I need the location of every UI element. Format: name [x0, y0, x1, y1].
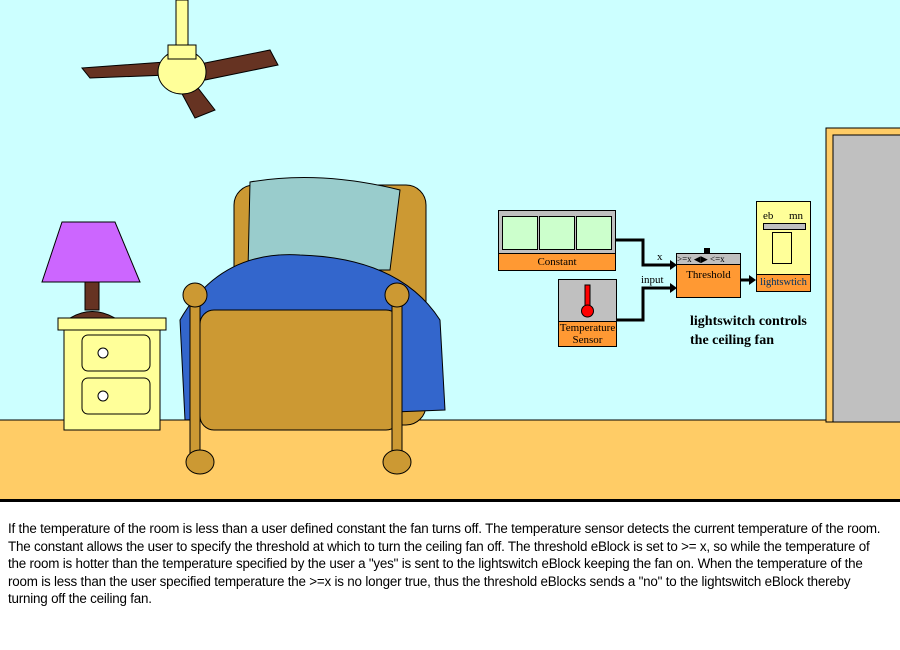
thermometer-icon	[581, 284, 594, 318]
lightswitch-block-label: lightswtich	[756, 274, 811, 292]
nightstand	[57, 317, 167, 431]
description-text: If the temperature of the room is less t…	[8, 521, 881, 606]
dial-icon[interactable]	[576, 216, 612, 250]
lamp	[41, 221, 141, 319]
lightswitch-label-eb: eb	[763, 210, 774, 222]
note-line-1: lightswitch controls	[690, 314, 807, 329]
floor-edge	[0, 499, 900, 502]
bed	[179, 177, 446, 475]
lightswitch-label-mn: mn	[789, 210, 804, 222]
toggle-switch-icon[interactable]	[772, 232, 792, 264]
lightswitch-slider[interactable]	[763, 223, 806, 230]
floor	[0, 420, 900, 500]
threshold-block[interactable]: Threshold	[676, 264, 741, 298]
threshold-switch-knob[interactable]	[704, 248, 710, 253]
x-input-label: x	[657, 251, 663, 263]
threshold-mode-ge[interactable]: >=x	[677, 254, 692, 264]
threshold-mode-le[interactable]: <=x	[710, 254, 725, 264]
ceiling-fan	[81, 0, 279, 119]
door	[825, 127, 900, 423]
temperature-sensor-label: Temperature Sensor	[558, 321, 617, 347]
threshold-mode-bar[interactable]: >=x ◀▶ <=x	[676, 253, 741, 265]
dial-icon[interactable]	[539, 216, 575, 250]
toggle-arrow-icon[interactable]: ◀▶	[693, 254, 708, 264]
room-illustration	[0, 0, 900, 502]
constant-block-label: Constant	[498, 253, 616, 271]
note-line-2: the ceiling fan	[690, 333, 774, 348]
connection-wires	[615, 238, 750, 322]
input-label: input	[641, 274, 664, 286]
temperature-sensor-block[interactable]	[558, 279, 617, 322]
bedroom-scene: Constant Temperature Sensor >=x ◀▶ <=x T…	[0, 0, 900, 502]
constant-block-dials[interactable]	[498, 210, 616, 254]
dial-icon[interactable]	[502, 216, 538, 250]
lightswitch-plate[interactable]: eb mn	[756, 201, 811, 275]
